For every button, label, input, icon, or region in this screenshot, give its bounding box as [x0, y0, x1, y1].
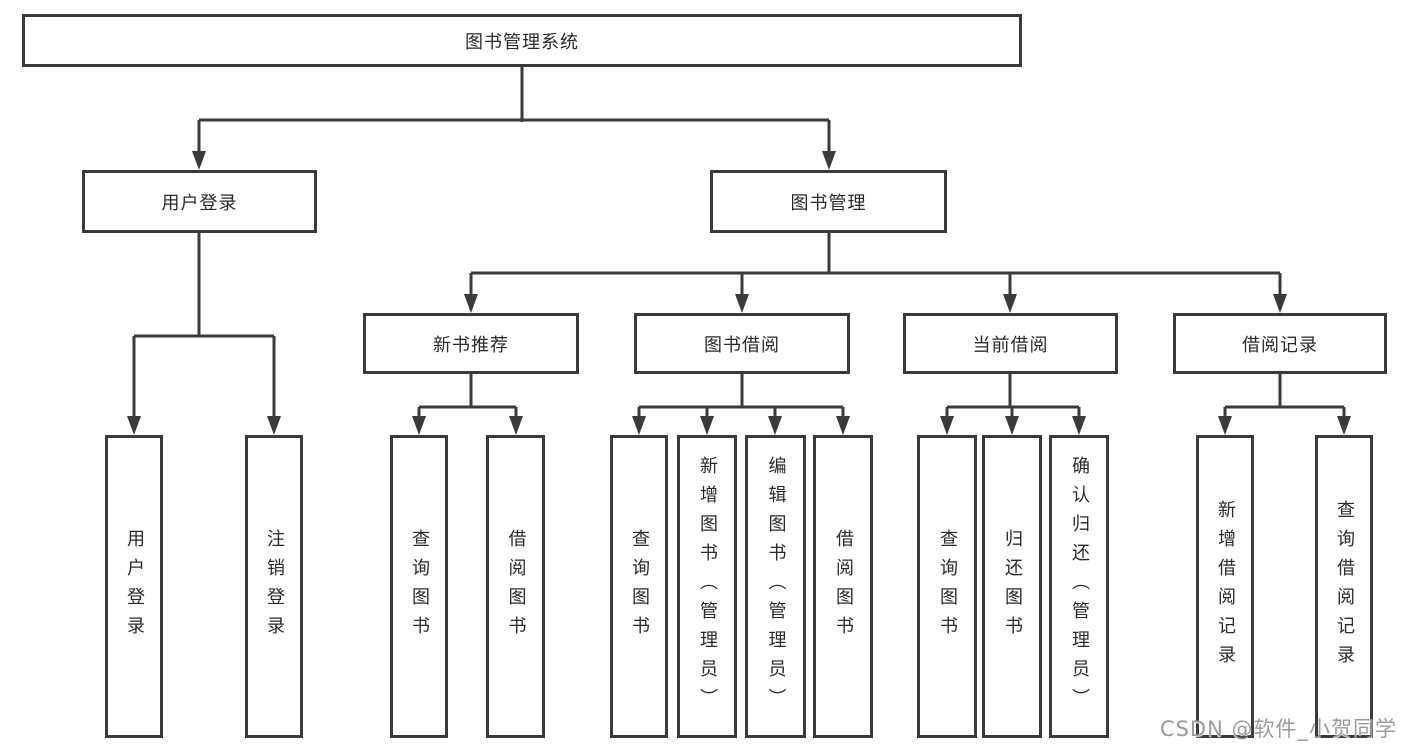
csdn-watermark: CSDN @软件_小贺同学	[1159, 717, 1397, 741]
leaf-query-books-current: 查询图书	[917, 435, 977, 738]
leaf-add-borrow-record: 新增借阅记录	[1196, 435, 1254, 738]
node-user-login: 用户登录	[82, 170, 317, 233]
tree-edges	[132, 67, 1346, 422]
leaf-query-books-borrowing: 查询图书	[610, 435, 668, 738]
leaf-return-books: 归还图书	[982, 435, 1042, 738]
leaf-query-books-recommend: 查询图书	[390, 435, 448, 738]
node-book-borrowing: 图书借阅	[634, 313, 850, 374]
leaf-query-borrow-record: 查询借阅记录	[1315, 435, 1373, 738]
node-library-management-system: 图书管理系统	[22, 14, 1022, 67]
leaf-add-books-admin: 新增图书（管理员）	[677, 435, 737, 738]
node-borrowing-records: 借阅记录	[1173, 313, 1387, 374]
node-current-borrowing: 当前借阅	[903, 313, 1118, 374]
node-new-book-recommendation: 新书推荐	[363, 313, 579, 374]
leaf-confirm-return-admin: 确认归还（管理员）	[1049, 435, 1109, 738]
leaf-user-login: 用户登录	[105, 435, 163, 738]
leaf-borrow-books-recommend: 借阅图书	[486, 435, 545, 738]
leaf-edit-books-admin: 编辑图书（管理员）	[745, 435, 806, 738]
leaf-borrow-books: 借阅图书	[813, 435, 873, 738]
leaf-logout: 注销登录	[245, 435, 303, 738]
node-book-management: 图书管理	[710, 170, 947, 233]
